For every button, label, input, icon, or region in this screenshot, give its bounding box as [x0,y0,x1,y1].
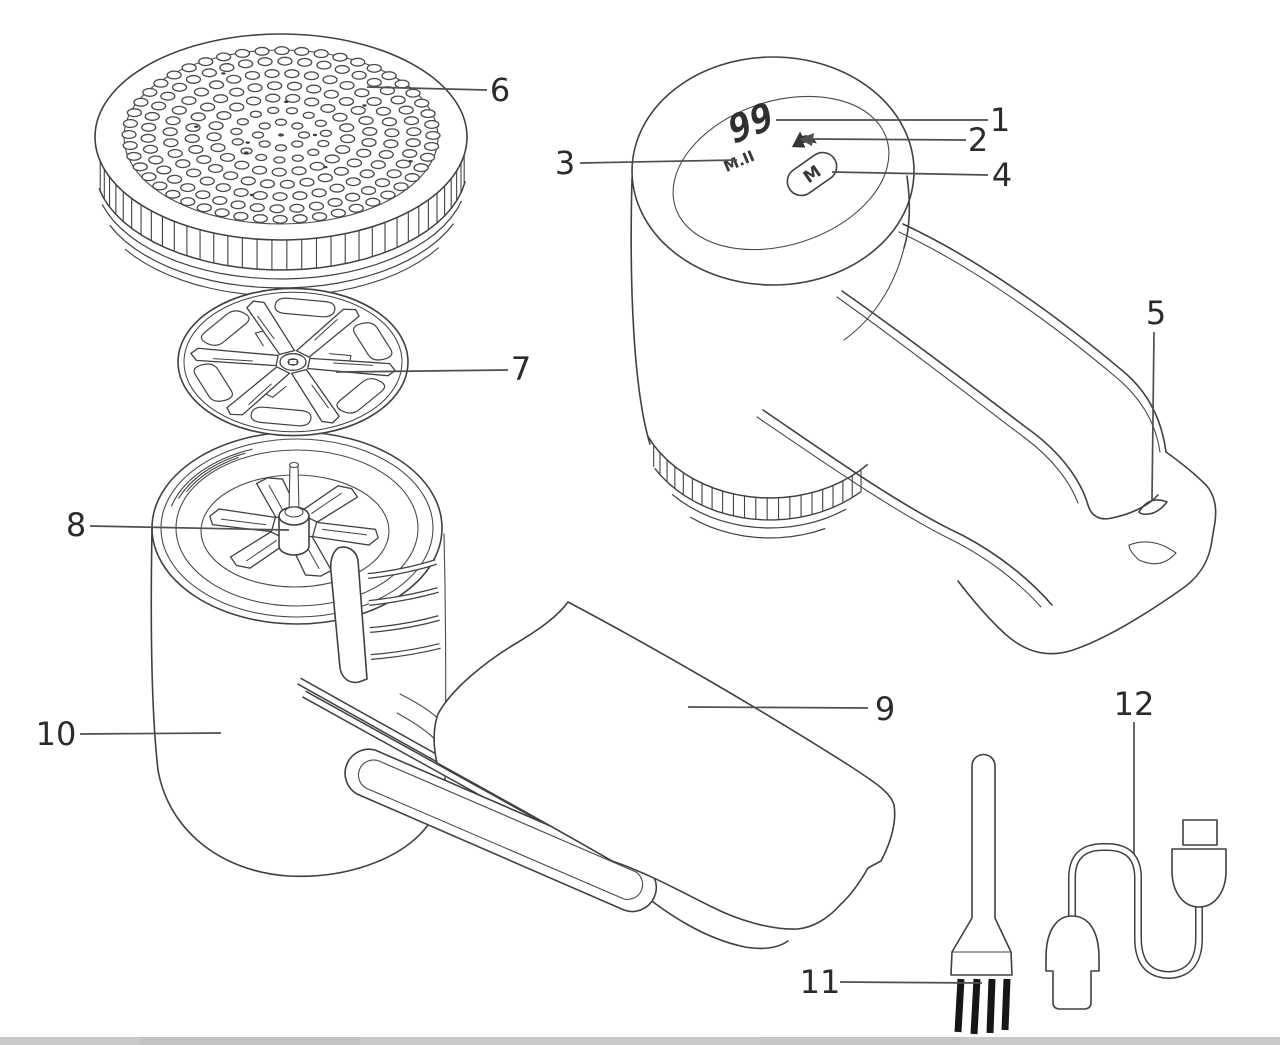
leader-4 [831,171,989,176]
impeller-pin [288,465,300,513]
handle-arm [756,223,1217,655]
arm-inner-edge [841,290,1159,520]
callout-4: 4 [992,156,1012,194]
mesh-holes [122,47,440,223]
container-threads [170,448,253,507]
window-slats [367,559,441,660]
callout-2: 2 [968,121,988,159]
shell-bar-groove [357,759,644,900]
leader-lines [79,86,1155,984]
leader-6 [366,86,488,91]
impeller-hub [278,515,310,556]
unit-shoulder-curve [843,247,905,341]
brush-bristles [954,978,1011,1035]
usb-cable [1045,819,1227,1010]
lint-container [150,431,447,878]
container-left-edge [150,527,159,771]
leader-2 [811,138,967,141]
cleaning-brush [950,753,1013,1035]
callout-9: 9 [875,690,895,728]
callout-5: 5 [1146,294,1166,332]
impeller-collar [284,506,304,518]
blade-disc-core [178,288,408,435]
charge-port-slot [1138,499,1168,516]
impeller [207,461,382,579]
scan-artifact-patch-1 [140,1037,360,1045]
unit-right-edge [903,175,911,249]
callout-11: 11 [800,963,841,1001]
unit-top-rim [631,56,915,286]
mode-button[interactable]: M [782,147,842,201]
callout-3: 3 [555,144,575,182]
callout-10: 10 [36,715,77,753]
base-front-slot [1128,541,1177,565]
arm-front-edge [762,409,1053,606]
callout-labels: 1 2 3 4 5 6 7 8 9 10 11 12 [36,71,1167,1001]
window-frame [329,546,368,684]
base-outline [957,451,1217,655]
assembled-unit: 99 M.II M [630,56,1217,655]
callout-7: 7 [511,350,531,388]
cover-plate [433,601,896,930]
brush-body [950,753,1013,976]
leader-10 [79,732,222,735]
callout-1: 1 [990,101,1010,139]
arm-chamfer [898,231,1161,453]
container-bottom-edge [157,769,425,878]
device-plug [1045,915,1100,1010]
leader-9 [687,706,869,709]
arm-top-edge [902,223,1167,453]
shell-bottom-arc [627,881,789,950]
container-window [329,546,447,748]
leader-7 [335,369,509,373]
leader-5 [1151,331,1155,501]
callout-6: 6 [490,71,510,109]
leader-11 [839,981,983,984]
arm-inner-edge-2 [836,296,1079,504]
callout-12: 12 [1114,685,1155,723]
arm-front-edge-2 [756,416,1042,608]
shell-bar-outer [344,748,658,913]
cover-plate-outline [433,601,896,930]
leader-2-arrowhead [799,133,814,146]
callout-8: 8 [66,506,86,544]
mesh-cover [94,33,468,297]
blade-disc [178,288,408,435]
scan-artifact-strip [0,1037,1280,1045]
unit-left-edge [630,177,651,445]
mode-button-outline[interactable] [782,147,842,201]
unit-knurl-band [647,435,869,539]
leader-8 [89,525,290,531]
scan-artifact-patch-2 [760,1037,960,1045]
impeller-pin-cap [288,461,300,469]
usb-a-contact [1182,819,1218,846]
cable-core [1069,844,1202,978]
leader-3 [579,159,738,164]
mesh-knurl-band [98,154,466,297]
usb-a-plug [1171,848,1227,908]
handle-lower-shell [344,748,789,950]
